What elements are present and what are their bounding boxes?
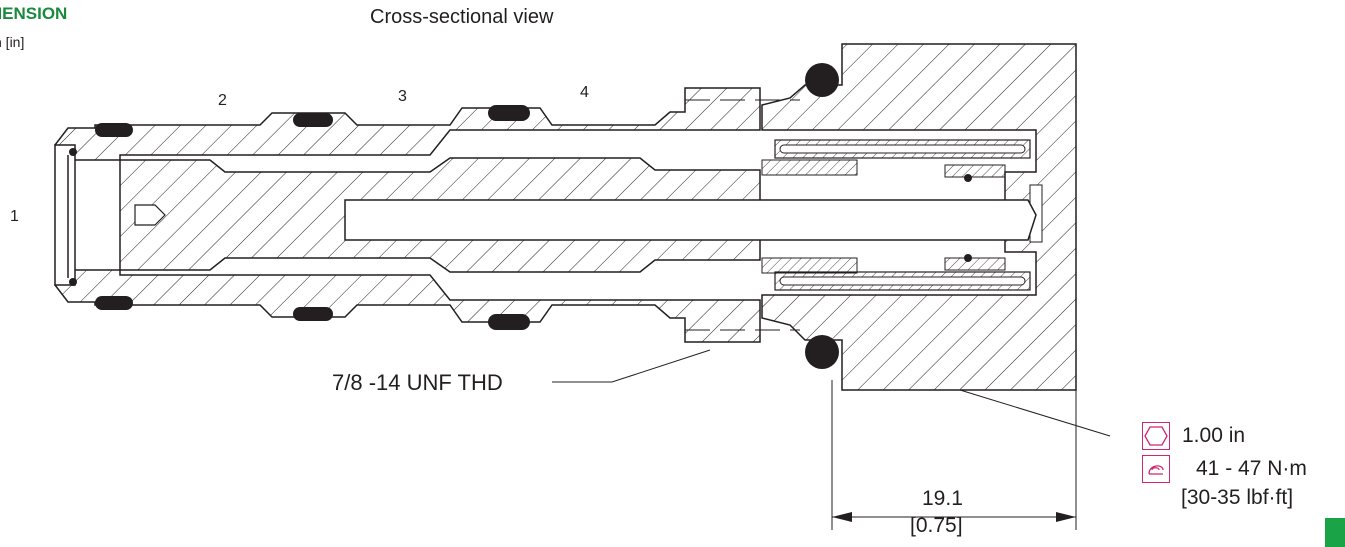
port-label-3: 3	[398, 88, 407, 105]
hex-size-value: 1.00 in	[1182, 424, 1246, 447]
port-label-4: 4	[580, 84, 589, 101]
section-heading: MENSION	[0, 4, 68, 23]
inner-bore	[344, 199, 1037, 241]
cavity-housing	[761, 43, 1077, 391]
cartridge-body-lower	[54, 269, 761, 343]
seal-lower-2	[293, 307, 333, 321]
seal-lower-1	[95, 296, 133, 310]
dimension-mm: 19.1	[922, 487, 963, 510]
o-ring-upper	[805, 63, 839, 97]
nose-cap	[54, 144, 76, 286]
torque-wrench-icon	[1142, 455, 1170, 483]
port-label-1: 1	[10, 208, 19, 225]
seal-upper-2	[293, 113, 333, 127]
seal-lower-3	[488, 314, 530, 330]
view-title: Cross-sectional view	[370, 6, 554, 28]
torque-metric-value: 41 - 47 N·m	[1196, 457, 1307, 480]
cartridge-body-upper	[54, 87, 761, 161]
seal-upper-3	[488, 105, 530, 121]
o-ring-lower	[805, 335, 839, 369]
hex-wrench-size-icon	[1142, 422, 1170, 450]
thread-leader	[552, 349, 711, 383]
thread-callout: 7/8 -14 UNF THD	[332, 370, 503, 395]
port-label-2: 2	[218, 92, 227, 109]
torque-imperial-value: [30-35 lbf·ft]	[1181, 486, 1294, 509]
dimension-in: [0.75]	[910, 514, 963, 537]
spec-leader	[959, 389, 1111, 437]
units-label: n [in]	[0, 34, 25, 50]
seal-upper-1	[95, 123, 133, 137]
corner-badge	[1325, 518, 1345, 547]
